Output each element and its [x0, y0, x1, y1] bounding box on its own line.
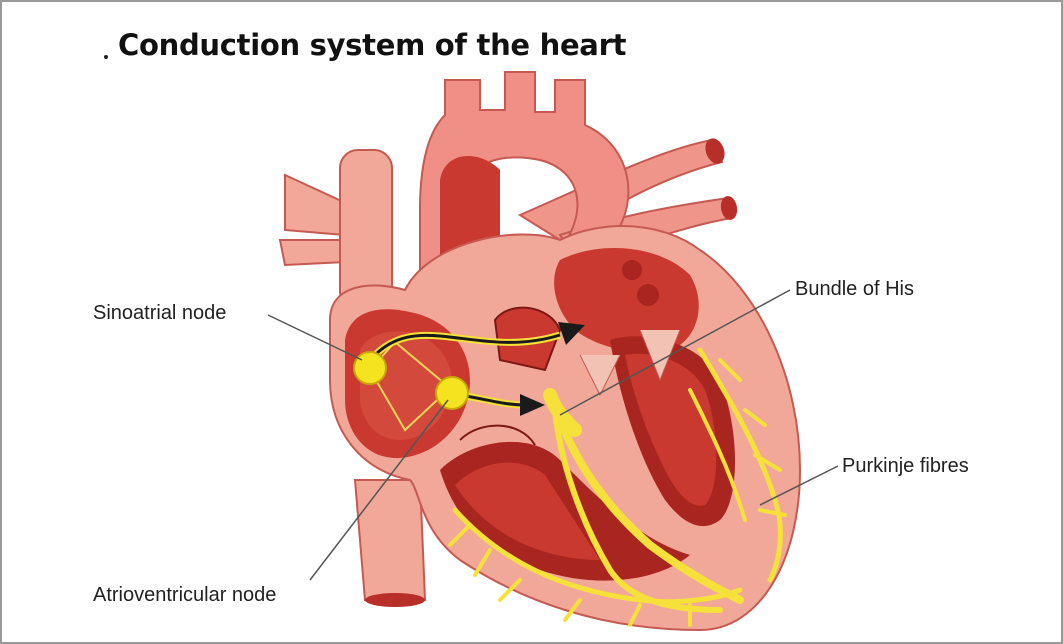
label-purkinje-fibres: Purkinje fibres — [842, 455, 969, 478]
atrioventricular-node — [436, 377, 468, 409]
label-sinoatrial-node: Sinoatrial node — [93, 302, 226, 325]
sinoatrial-node — [354, 352, 386, 384]
label-bundle-of-his: Bundle of His — [795, 278, 914, 301]
label-atrioventricular-node: Atrioventricular node — [93, 584, 276, 607]
